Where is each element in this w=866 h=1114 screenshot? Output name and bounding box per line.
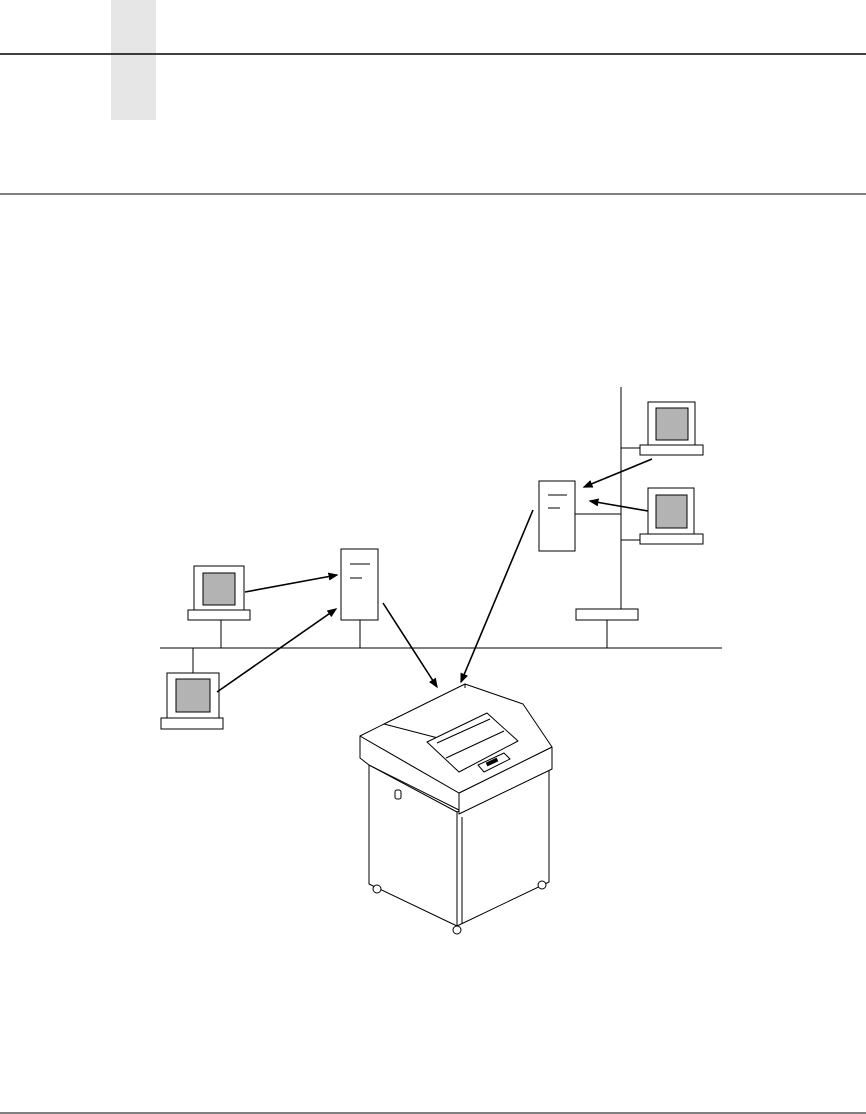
arrow-pc-right-top-to-server — [584, 459, 652, 487]
keyboard-base — [640, 445, 703, 455]
network-bridge — [576, 609, 638, 620]
server-right — [539, 481, 575, 551]
screen — [656, 495, 687, 528]
server-center — [341, 549, 378, 620]
computer-right-top — [640, 402, 703, 455]
chapter-tab — [111, 0, 156, 120]
caster-wheel-icon — [538, 881, 546, 889]
screen — [176, 679, 210, 712]
arrow-server-right-to-printer — [461, 510, 533, 682]
keyboard-base — [640, 534, 703, 544]
data-flow-arrows — [217, 459, 652, 692]
cabinet-printer — [360, 684, 552, 934]
caster-wheel-icon — [373, 885, 381, 893]
arrow-pc-right-middle-to-server — [590, 501, 648, 511]
door-latch-icon — [395, 790, 401, 799]
keyboard-base — [161, 718, 223, 729]
network-lines — [160, 387, 722, 673]
computer-left-bottom — [161, 673, 223, 729]
arrow-pc-left-top-to-server — [245, 575, 337, 592]
keyboard-base — [188, 610, 250, 620]
screen — [656, 408, 688, 440]
server-tower — [539, 481, 575, 551]
caster-wheel-icon — [453, 926, 461, 934]
screen — [203, 573, 235, 605]
computer-left-top — [188, 566, 250, 620]
arrow-pc-left-bottom-to-server — [217, 609, 336, 692]
arrow-server-center-to-printer — [383, 603, 437, 687]
computer-right-middle — [640, 488, 703, 544]
server-tower — [341, 549, 378, 620]
